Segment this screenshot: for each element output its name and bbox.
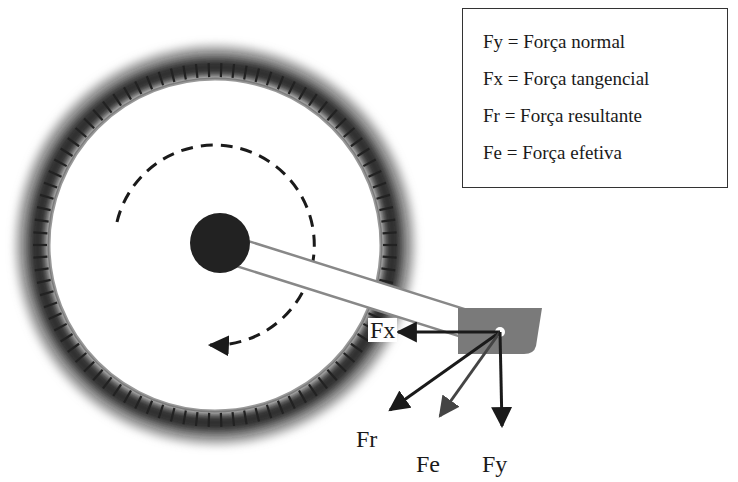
legend-box: Fy = Força normalFx = Força tangencialFr…: [462, 8, 728, 188]
rotation-arc: [117, 145, 314, 345]
crank-arm: [190, 213, 498, 334]
chainring: [29, 59, 401, 431]
legend-text: Fy = Força normal: [483, 23, 709, 60]
force-label: Fy: [482, 452, 507, 476]
force-vectors: [390, 332, 502, 426]
force-label: Fr: [356, 427, 377, 451]
legend-text: Fr = Força resultante: [483, 97, 709, 134]
force-label: Fe: [416, 452, 440, 476]
legend-text: Fe = Força efetiva: [483, 134, 709, 171]
legend-text: Fx = Força tangencial: [483, 60, 709, 97]
force-label: Fx: [368, 318, 397, 342]
